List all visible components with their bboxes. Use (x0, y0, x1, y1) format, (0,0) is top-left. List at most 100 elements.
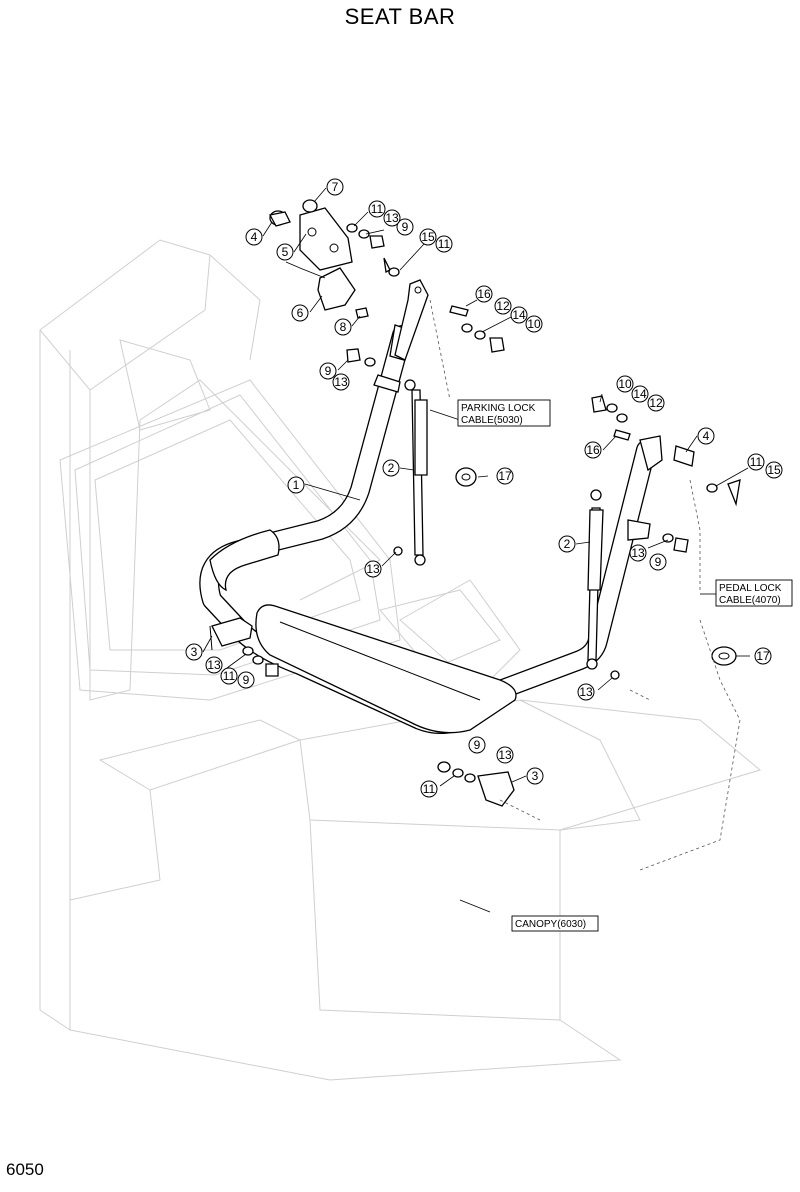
svg-text:9: 9 (325, 364, 332, 378)
left-upper-bracket (299, 207, 429, 361)
svg-text:13: 13 (366, 562, 380, 576)
svg-text:11: 11 (371, 202, 384, 216)
callout-14-left: 14 (510, 306, 528, 324)
pedal-lock-ref-label: CABLE(4070) (719, 595, 781, 606)
parking-lock-label: PARKING LOCK (461, 403, 536, 414)
gas-spring-left (373, 374, 428, 566)
svg-text:1: 1 (293, 478, 300, 492)
hardware-right-group (591, 395, 741, 553)
svg-text:11: 11 (423, 782, 436, 796)
callout-11-lower-left: 11 (220, 667, 238, 685)
callout-13-right: 13 (629, 544, 647, 562)
svg-text:11: 11 (750, 455, 763, 469)
svg-text:13: 13 (631, 546, 645, 560)
callout-8: 8 (334, 318, 352, 336)
svg-text:14: 14 (512, 308, 526, 322)
svg-text:10: 10 (618, 377, 632, 391)
callout-17-left: 17 (496, 467, 514, 485)
svg-text:15: 15 (767, 463, 781, 477)
svg-text:13: 13 (385, 211, 399, 225)
callout-9-left-top: 9 (319, 362, 337, 380)
svg-text:10: 10 (527, 317, 541, 331)
callout-6: 6 (291, 304, 309, 322)
callout-15-right: 15 (765, 461, 783, 479)
cable-runs (429, 299, 741, 871)
svg-text:8: 8 (340, 320, 347, 334)
seat-bar-frame (199, 324, 663, 734)
callout-7: 7 (326, 178, 344, 196)
callout-15-left: 15 (419, 228, 437, 246)
svg-text:2: 2 (564, 537, 571, 551)
canopy-ref: CANOPY(6030) (511, 915, 599, 932)
svg-text:13: 13 (498, 748, 512, 762)
callout-14-right: 14 (631, 385, 649, 403)
svg-text:7: 7 (332, 180, 339, 194)
callout-4-left: 4 (245, 228, 263, 246)
canopy-label: CANOPY(6030) (515, 919, 586, 930)
svg-text:9: 9 (243, 673, 250, 687)
svg-text:13: 13 (207, 658, 221, 672)
svg-text:9: 9 (402, 220, 409, 234)
hardware-left-group (269, 199, 505, 367)
callout-10-left: 10 (525, 315, 543, 333)
callout-17-right: 17 (754, 647, 772, 665)
callout-13-lower-left: 13 (205, 656, 223, 674)
page-number: 6050 (6, 1160, 44, 1179)
svg-text:12: 12 (496, 299, 510, 313)
svg-text:17: 17 (756, 649, 770, 663)
svg-text:4: 4 (703, 429, 710, 443)
pedal-lock-label: PEDAL LOCK (719, 583, 782, 594)
callout-5: 5 (276, 243, 294, 261)
svg-text:16: 16 (586, 443, 600, 457)
svg-text:16: 16 (477, 287, 491, 301)
pedal-lock-cable-ref: PEDAL LOCK CABLE(4070) (715, 579, 793, 607)
callout-9-lower-left: 9 (237, 671, 255, 689)
svg-text:13: 13 (579, 685, 593, 699)
callout-11-top: 11 (368, 200, 386, 218)
callout-13-spring-right: 13 (577, 683, 595, 701)
svg-text:6: 6 (297, 306, 304, 320)
callout-2-left: 2 (382, 459, 400, 477)
lower-brackets (209, 617, 515, 807)
svg-text:13: 13 (334, 375, 348, 389)
callout-13-left: 13 (332, 373, 350, 391)
callout-13-top: 13 (383, 209, 401, 227)
callout-11-upper: 11 (435, 235, 453, 253)
callout-16-left: 16 (475, 285, 493, 303)
gas-spring-right (586, 489, 651, 680)
callout-9-right: 9 (649, 553, 667, 571)
svg-text:2: 2 (388, 461, 395, 475)
callout-9-bottom: 9 (468, 736, 486, 754)
svg-text:9: 9 (474, 738, 481, 752)
svg-text:3: 3 (191, 645, 198, 659)
parking-lock-cable-ref: PARKING LOCK CABLE(5030) (457, 399, 551, 427)
svg-text:11: 11 (223, 669, 236, 683)
callout-13-spring-left: 13 (364, 560, 382, 578)
svg-text:14: 14 (633, 387, 647, 401)
callout-4-right: 4 (697, 427, 715, 445)
callout-16-right: 16 (584, 441, 602, 459)
callout-1: 1 (287, 476, 305, 494)
callout-12-left: 12 (494, 297, 512, 315)
callout-13-bottom: 13 (496, 746, 514, 764)
parking-lock-ref-label: CABLE(5030) (461, 415, 523, 426)
rubber-bumpers (455, 467, 737, 666)
page-title: SEAT BAR (344, 4, 456, 29)
svg-text:17: 17 (498, 469, 512, 483)
svg-text:3: 3 (532, 769, 539, 783)
svg-text:15: 15 (421, 230, 435, 244)
svg-text:11: 11 (438, 237, 451, 251)
callout-12-right: 12 (647, 394, 665, 412)
svg-text:9: 9 (655, 555, 662, 569)
callout-3-bottom: 3 (526, 767, 544, 785)
callout-9-bracket: 9 (396, 218, 414, 236)
callout-3-left: 3 (185, 643, 203, 661)
svg-text:4: 4 (251, 230, 258, 244)
callout-11-right: 11 (747, 453, 765, 471)
callout-10-right: 10 (616, 375, 634, 393)
svg-text:5: 5 (282, 245, 289, 259)
leader-lines (202, 187, 750, 913)
callout-2-right: 2 (558, 535, 576, 553)
svg-text:12: 12 (649, 396, 663, 410)
